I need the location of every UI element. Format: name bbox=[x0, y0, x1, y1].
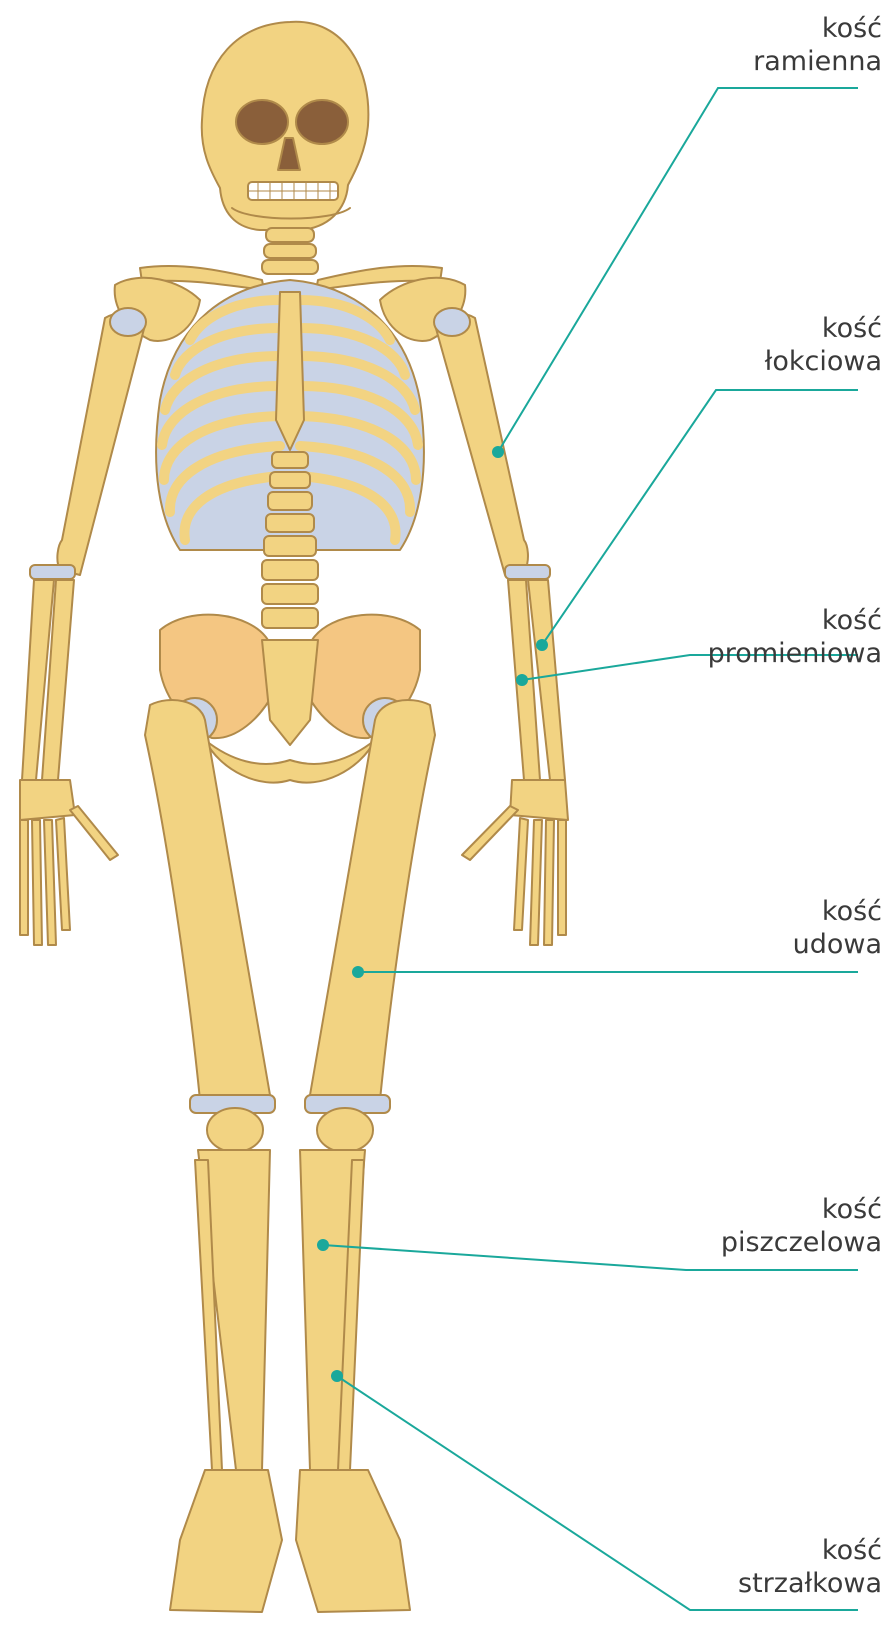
label-femur-line1: kość bbox=[793, 895, 882, 928]
label-ulna: kość łokciowa bbox=[765, 312, 882, 378]
marker-femur bbox=[352, 966, 364, 978]
sternum bbox=[276, 292, 304, 450]
label-humerus: kość ramienna bbox=[753, 12, 882, 78]
label-radius-line2: promieniowa bbox=[708, 637, 882, 670]
label-radius: kość promieniowa bbox=[708, 604, 882, 670]
left-hand bbox=[20, 780, 118, 945]
marker-fibula bbox=[331, 1370, 343, 1382]
label-ulna-line2: łokciowa bbox=[765, 345, 882, 378]
left-foot bbox=[170, 1470, 282, 1612]
marker-humerus bbox=[492, 446, 504, 458]
left-leg bbox=[145, 698, 282, 1612]
label-femur: kość udowa bbox=[793, 895, 882, 961]
right-hand bbox=[462, 780, 568, 945]
right-foot bbox=[296, 1470, 410, 1612]
left-arm bbox=[20, 308, 146, 945]
label-radius-line1: kość bbox=[708, 604, 882, 637]
right-arm bbox=[434, 308, 568, 945]
label-ulna-line1: kość bbox=[765, 312, 882, 345]
label-femur-line2: udowa bbox=[793, 928, 882, 961]
spine bbox=[262, 452, 318, 628]
label-fibula: kość strzałkowa bbox=[738, 1534, 882, 1600]
label-humerus-line2: ramienna bbox=[753, 45, 882, 78]
leader-line-humerus bbox=[498, 88, 858, 452]
cervical-spine bbox=[262, 228, 318, 274]
label-fibula-line2: strzałkowa bbox=[738, 1567, 882, 1600]
skull bbox=[202, 22, 369, 230]
right-leg bbox=[296, 698, 435, 1612]
marker-radius bbox=[516, 674, 528, 686]
marker-ulna bbox=[536, 639, 548, 651]
marker-tibia bbox=[317, 1239, 329, 1251]
label-tibia: kość piszczelowa bbox=[721, 1193, 882, 1259]
label-humerus-line1: kość bbox=[753, 12, 882, 45]
label-tibia-line1: kość bbox=[721, 1193, 882, 1226]
label-tibia-line2: piszczelowa bbox=[721, 1226, 882, 1259]
label-fibula-line1: kość bbox=[738, 1534, 882, 1567]
